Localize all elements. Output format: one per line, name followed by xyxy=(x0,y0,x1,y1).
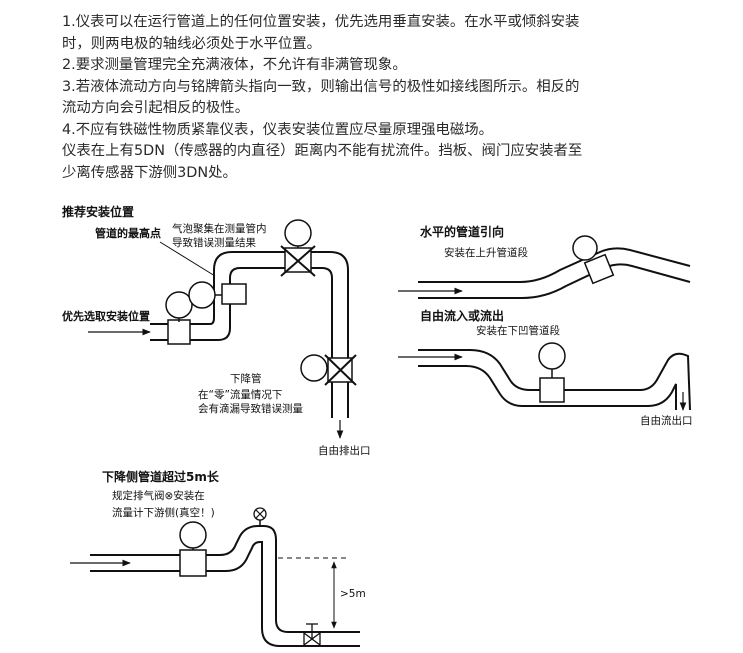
free-outlet-label: 自由流出口 xyxy=(640,414,693,427)
instruction-line: 流动方向会引起相反的极性。 xyxy=(62,100,250,116)
instruction-line: 2.要求测量管理完全充满液体，不允许有非满管现象。 xyxy=(62,57,407,73)
wrong-position-cross-icon xyxy=(324,354,357,386)
highest-point-label: 管道的最高点 xyxy=(95,226,161,240)
height-label: >5m xyxy=(340,588,366,600)
diagram-free-flow: 自由流入或流出 安装在下凹管道段 自由流出口 xyxy=(398,308,693,427)
diagram4-note-2: 流量计下游侧(真空！) xyxy=(112,506,215,519)
diagram2-note: 安装在上升管道段 xyxy=(444,246,528,259)
installation-instructions: 1.仪表可以在运行管道上的任何位置安装，优先选用垂直安装。在水平或倾斜安装 时，… xyxy=(62,12,702,184)
pipe-outer-wall xyxy=(90,525,360,633)
flowmeter-body xyxy=(179,549,207,577)
wrong-position-cross-icon xyxy=(280,245,316,277)
instruction-line: 4.不应有铁磁性物质紧靠仪表，仪表安装位置应尽量原理强电磁场。 xyxy=(62,121,494,138)
flowmeter-body xyxy=(539,377,565,403)
pipe-inner-wall xyxy=(418,263,691,299)
flowmeter-head xyxy=(300,354,328,382)
diagram-horizontal-pipe: 水平的管道引向 安装在上升管道段 xyxy=(398,224,691,299)
diagram4-title: 下降侧管道超过5m长 xyxy=(102,469,220,484)
diagram-recommended-positions: 推荐安装位置 管道的最高点 气泡聚集在测量管内 导致错误测量结果 优先选取安装位… xyxy=(62,204,371,457)
flowmeter-body xyxy=(221,283,247,305)
pipe-inner-wall xyxy=(418,365,677,410)
pipe-inner-wall xyxy=(150,267,333,418)
pipe-outer-wall xyxy=(418,349,691,411)
flowmeter-head xyxy=(538,342,566,370)
pipe-outer-wall xyxy=(418,247,691,283)
flowmeter-head xyxy=(179,521,207,549)
flowmeter-head xyxy=(165,291,193,319)
diagram1-title: 推荐安装位置 xyxy=(62,204,134,219)
instruction-line: 1.仪表可以在运行管道上的任何位置安装，优先选用垂直安装。在水平或倾斜安装 xyxy=(62,14,580,30)
highest-point-leader xyxy=(159,241,216,277)
flowmeter-head xyxy=(572,235,598,261)
free-outlet-label: 自由排出口 xyxy=(318,444,371,457)
instruction-line: 仪表在上有5DN（传感器的内直径）距离内不能有扰流件。挡板、阀门应安装者至 xyxy=(62,143,583,159)
instruction-line: 3.若液体流动方向与铭牌箭头指向一致，则输出信号的极性如接线图所示。相反的 xyxy=(62,78,580,95)
flowmeter-body xyxy=(583,253,615,285)
pipe-inner-wall xyxy=(90,541,360,647)
flowmeter-head xyxy=(188,281,216,309)
pipe-outer-wall xyxy=(150,251,349,418)
preferred-position-label: 优先选取安装位置 xyxy=(62,309,150,323)
diagram-long-downpipe: 下降侧管道超过5m长 规定排气阀⊗安装在 流量计下游侧(真空！) >5m xyxy=(70,469,366,647)
flowmeter-body xyxy=(167,319,191,345)
diagram4-note-1: 规定排气阀⊗安装在 xyxy=(112,489,205,502)
diagram2-title: 水平的管道引向 xyxy=(420,224,504,239)
zero-flow-note-2: 会有滴漏导致错误测量 xyxy=(198,402,303,415)
flowmeter-head xyxy=(284,219,312,247)
bubble-note-1: 气泡聚集在测量管内 xyxy=(172,222,267,235)
instruction-line: 少离传感器下游侧3DN处。 xyxy=(62,164,237,181)
diagram3-title: 自由流入或流出 xyxy=(420,308,504,323)
instruction-line: 时，则两电极的轴线必须处于水平位置。 xyxy=(62,35,322,52)
diagram3-note: 安装在下凹管道段 xyxy=(476,324,560,337)
bubble-note-2: 导致错误测量结果 xyxy=(172,236,256,249)
downpipe-label: 下降管 xyxy=(230,372,262,385)
zero-flow-note-1: 在“零”流量情况下 xyxy=(198,388,282,401)
